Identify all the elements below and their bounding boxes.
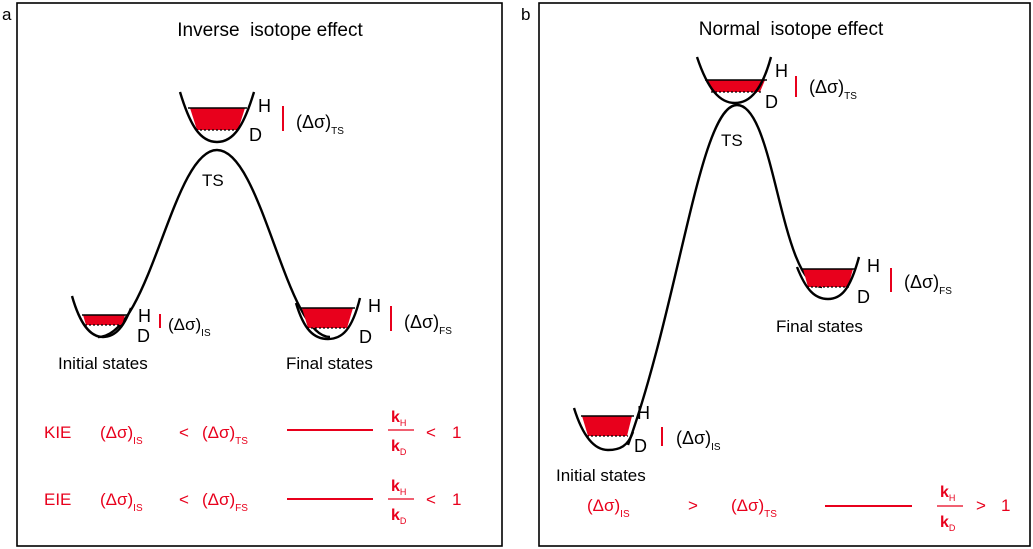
panel-b: b Normal isotope effect H D (Δσ)TS TS H … [521, 2, 1031, 547]
panel-a-initial-d-label: D [137, 326, 150, 346]
kie-ratio-denominator: kD [391, 438, 407, 457]
panel-a-initial-well-outline [70, 295, 133, 339]
nie-rhs: (Δσ)TS [731, 496, 777, 520]
eie-rhs: (Δσ)FS [202, 490, 248, 514]
nie-cmp: > [976, 496, 986, 515]
panel-a-letter: a [2, 5, 12, 24]
panel-a-initial-well-fill [83, 315, 125, 325]
kie-tag: KIE [44, 423, 71, 442]
panel-a-kie-row: KIE (Δσ)IS < (Δσ)TS kH kD < 1 [44, 409, 461, 457]
panel-b-energy-curve [626, 103, 823, 446]
panel-b-letter: b [521, 5, 530, 24]
panel-a-initial-well: H D (Δσ)IS Initial states [58, 295, 211, 373]
panel-b-final-well-fill [803, 269, 853, 287]
nie-ratio-denominator: kD [940, 514, 956, 533]
nie-op: > [688, 496, 698, 515]
panel-b-initial-h-label: H [637, 403, 650, 423]
panel-b-ts-well: H D (Δσ)TS TS [695, 56, 857, 150]
panel-b-final-well: H D (Δσ)FS Final states [776, 256, 952, 336]
panel-b-final-delta: (Δσ)FS [904, 272, 952, 297]
eie-cmp: < [426, 490, 436, 509]
panel-b-ts-h-label: H [775, 61, 788, 81]
panel-b-final-h-label: H [867, 256, 880, 276]
eie-tag: EIE [44, 490, 71, 509]
eie-value: 1 [452, 490, 461, 509]
eie-op: < [179, 490, 189, 509]
panel-b-ts-delta: (Δσ)TS [809, 77, 857, 102]
panel-a-eie-row: EIE (Δσ)IS < (Δσ)FS kH kD < 1 [44, 478, 461, 526]
kie-rhs: (Δσ)TS [202, 423, 248, 447]
panel-a-frame [16, 2, 503, 547]
eie-ratio-denominator: kD [391, 507, 407, 526]
panel-b-frame [538, 2, 1031, 547]
panel-b-initial-d-label: D [634, 436, 647, 456]
panel-b-initial-delta: (Δσ)IS [676, 428, 721, 453]
panel-a-final-well: H D (Δσ)FS Final states [286, 296, 452, 373]
panel-b-initial-label: Initial states [556, 466, 646, 485]
kie-lhs: (Δσ)IS [100, 423, 143, 447]
panel-b-ts-d-label: D [765, 92, 778, 112]
panel-b-initial-well-outline [572, 407, 635, 452]
panel-b-initial-well-fill [582, 416, 632, 436]
panel-b-ts-well-fill [706, 80, 765, 92]
panel-b-relation-row: (Δσ)IS > (Δσ)TS kH kD > 1 [587, 484, 1010, 533]
panel-b-ts-label: TS [721, 131, 743, 150]
kie-value: 1 [452, 423, 461, 442]
kie-op: < [179, 423, 189, 442]
panel-a-final-label: Final states [286, 354, 373, 373]
panel-a-final-d-label: D [359, 327, 372, 347]
panel-b-ts-well-outline [695, 56, 773, 105]
nie-ratio-numerator: kH [940, 484, 955, 503]
panel-a-energy-curve [97, 148, 331, 339]
panel-a-final-delta: (Δσ)FS [404, 312, 452, 337]
panel-b-title: Normal isotope effect [699, 19, 884, 40]
panel-a-ts-label: TS [202, 171, 224, 190]
eie-ratio-numerator: kH [391, 478, 406, 497]
nie-value: 1 [1001, 496, 1010, 515]
panel-a-ts-well: H D (Δσ)TS TS [178, 91, 344, 190]
panel-b-final-label: Final states [776, 317, 863, 336]
panel-a-ts-h-label: H [258, 96, 271, 116]
eie-lhs: (Δσ)IS [100, 490, 143, 514]
panel-a-final-h-label: H [368, 296, 381, 316]
panel-a-initial-h-label: H [138, 306, 151, 326]
panel-a-initial-label: Initial states [58, 354, 148, 373]
panel-a-ts-well-outline [178, 91, 256, 144]
nie-lhs: (Δσ)IS [587, 496, 630, 520]
panel-a: a Inverse isotope effect H D (Δσ)TS TS H… [2, 2, 503, 547]
panel-a-ts-d-label: D [249, 125, 262, 145]
kie-ratio-numerator: kH [391, 409, 406, 428]
panel-a-title: Inverse isotope effect [177, 20, 363, 41]
panel-b-final-d-label: D [857, 287, 870, 307]
panel-b-initial-well: H D (Δσ)IS Initial states [556, 403, 721, 485]
panel-a-final-well-outline [294, 297, 362, 341]
panel-b-final-well-outline [795, 256, 861, 301]
panel-a-ts-well-fill [190, 108, 245, 130]
panel-a-ts-delta: (Δσ)TS [296, 112, 344, 137]
kie-cmp: < [426, 423, 436, 442]
panel-a-initial-delta: (Δσ)IS [168, 315, 211, 339]
panel-a-final-well-fill [302, 308, 353, 328]
